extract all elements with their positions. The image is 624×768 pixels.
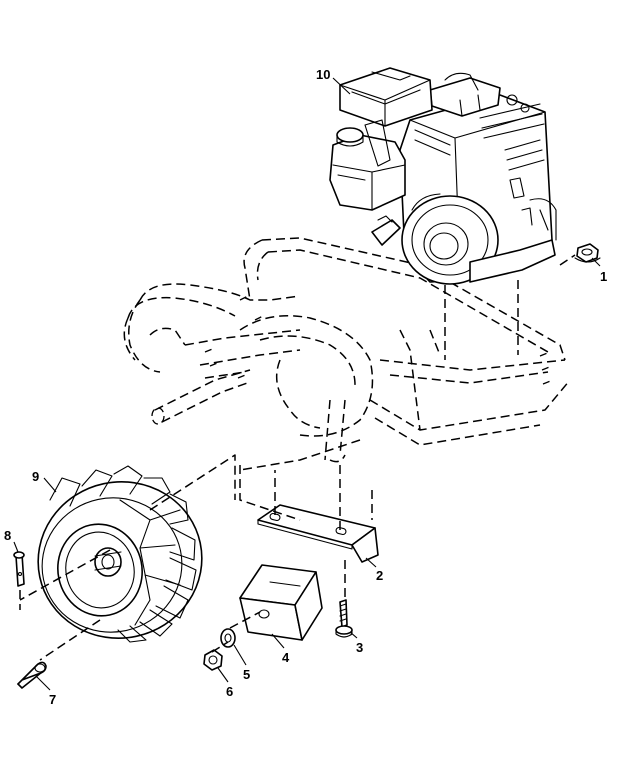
callout-1: 1 [600, 269, 607, 284]
callout-2: 2 [376, 568, 383, 583]
axle-pin-part-8 [13, 551, 25, 587]
callout-10: 10 [316, 67, 330, 82]
engine [329, 67, 557, 285]
callout-8: 8 [4, 528, 11, 543]
callout-4: 4 [282, 650, 290, 665]
callout-5: 5 [243, 667, 250, 682]
mounting-plate-part-2 [257, 504, 379, 563]
spacer-block-part-4 [239, 564, 323, 641]
callout-7: 7 [49, 692, 56, 707]
wheel-tire-part-9 [37, 465, 203, 643]
bolt-part-3 [335, 599, 353, 638]
callout-numbers: 1 2 3 4 5 6 7 8 9 10 [4, 67, 607, 707]
callout-6: 6 [226, 684, 233, 699]
callout-leaders [13, 77, 601, 691]
lock-washer-part-5 [220, 628, 236, 648]
assembly-centerlines [19, 254, 576, 661]
callout-3: 3 [356, 640, 363, 655]
callout-9: 9 [32, 469, 39, 484]
flange-nut-part-1 [574, 243, 601, 263]
hairpin-clip-part-7 [17, 661, 47, 689]
hex-nut-part-6 [203, 649, 223, 671]
tiller-frame-phantom [123, 237, 571, 471]
